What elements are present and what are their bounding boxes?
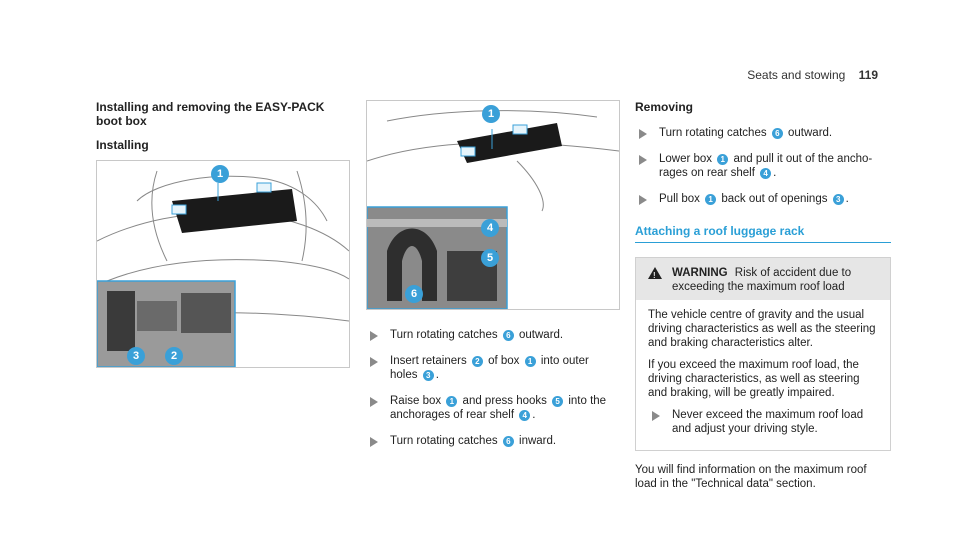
step-arrow-icon — [370, 331, 378, 341]
step-arrow-icon — [652, 411, 660, 421]
rear-shelf-figure: 1 4 5 6 — [366, 100, 620, 310]
column-removing: Removing Turn rotating catches 6 outward… — [635, 100, 891, 491]
step-arrow-icon — [639, 155, 647, 165]
running-header: Seats and stowing 119 — [747, 68, 878, 82]
callout-1: 1 — [482, 105, 500, 123]
warning-body: The vehicle centre of gravity and the us… — [636, 300, 890, 450]
badge-icon: 4 — [760, 168, 772, 179]
removing-heading: Removing — [635, 100, 694, 114]
page-number: 119 — [858, 68, 878, 82]
installing-heading: Installing — [96, 138, 149, 152]
warning-step: Never exceed the maximum roof load and a… — [648, 408, 878, 436]
closing-paragraph: You will find information on the maximum… — [635, 464, 867, 490]
remove-step-1: Turn rotating catches 6 outward. — [635, 126, 891, 140]
warning-triangle-icon — [648, 267, 662, 283]
warning-label: WARNING — [672, 267, 728, 279]
badge-icon: 6 — [502, 330, 514, 341]
column-installing: Installing and removing the EASY-PACK bo… — [96, 100, 352, 368]
badge-icon: 6 — [771, 128, 783, 139]
badge-icon: 4 — [519, 410, 531, 421]
callout-4: 4 — [481, 219, 499, 237]
section-heading-roof-rack: Attaching a roof luggage rack — [635, 224, 891, 243]
callout-6: 6 — [405, 285, 423, 303]
warning-header: WARNING Risk of accident due to exceedin… — [636, 258, 890, 300]
step-1: Turn rotating catches 6 outward. — [366, 328, 618, 342]
step-2: Insert retainers 2 of box 1 into outer h… — [366, 354, 618, 382]
badge-icon: 1 — [705, 194, 717, 205]
warning-text: Risk of accident due to exceeding the ma… — [672, 267, 852, 293]
warning-para-1: The vehicle centre of gravity and the us… — [648, 309, 876, 349]
step-arrow-icon — [370, 357, 378, 367]
installing-steps: Turn rotating catches 6 outward. Insert … — [366, 328, 618, 448]
badge-icon: 1 — [717, 154, 729, 165]
step-arrow-icon — [639, 129, 647, 139]
step-arrow-icon — [639, 195, 647, 205]
badge-icon: 3 — [422, 370, 434, 381]
badge-icon: 2 — [471, 356, 483, 367]
section-name: Seats and stowing — [747, 68, 846, 82]
step-arrow-icon — [370, 397, 378, 407]
remove-step-3: Pull box 1 back out of openings 3. — [635, 192, 891, 206]
step-arrow-icon — [370, 437, 378, 447]
callout-1: 1 — [211, 165, 229, 183]
step-3: Raise box 1 and press hooks 5 into the a… — [366, 394, 618, 422]
warning-box: WARNING Risk of accident due to exceedin… — [635, 257, 891, 451]
removing-steps: Turn rotating catches 6 outward. Lower b… — [635, 126, 891, 206]
badge-icon: 1 — [524, 356, 536, 367]
badge-icon: 3 — [832, 194, 844, 205]
callout-3: 3 — [127, 347, 145, 365]
callout-2: 2 — [165, 347, 183, 365]
boot-box-illustration — [97, 170, 349, 367]
warning-para-2: If you exceed the maximum roof load, the… — [648, 359, 860, 399]
step-4: Turn rotating catches 6 inward. — [366, 434, 618, 448]
rear-shelf-illustration — [367, 110, 619, 309]
remove-step-2: Lower box 1 and pull it out of the ancho… — [635, 152, 891, 180]
page-title: Installing and removing the EASY-PACK bo… — [96, 100, 325, 128]
callout-5: 5 — [481, 249, 499, 267]
badge-icon: 1 — [446, 396, 458, 407]
badge-icon: 5 — [552, 396, 564, 407]
column-steps: 1 4 5 6 Turn rotating catches 6 outward.… — [366, 100, 620, 460]
badge-icon: 6 — [502, 436, 514, 447]
boot-box-figure: 1 3 2 — [96, 160, 350, 368]
